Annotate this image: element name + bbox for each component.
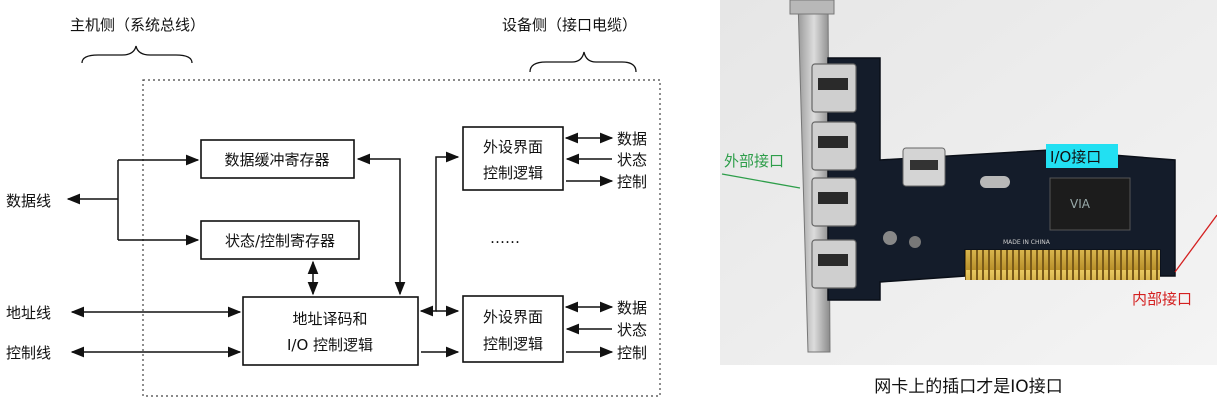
upper-status-label: 状态	[617, 151, 647, 169]
internal-port-label: 内部接口	[1132, 290, 1192, 308]
device-side-brace	[529, 51, 637, 73]
bracket-tab	[789, 0, 835, 15]
upper-control-label: 控制	[617, 173, 647, 191]
status-control-register-box	[200, 220, 360, 260]
internal-usb-slot	[910, 160, 938, 170]
device-side-label: 设备侧（接口电缆）	[502, 16, 637, 34]
address-line-label: 地址线	[6, 304, 51, 322]
host-side-label: 主机侧（系统总线）	[70, 16, 205, 34]
interface-boundary	[142, 79, 661, 397]
usb-card-photo-panel: VIA MADE IN CHINA 外部接口 I/O接口 内部接口 网卡上的插口…	[720, 0, 1217, 402]
host-side-brace	[81, 45, 193, 64]
photo-caption: 网卡上的插口才是IO接口	[874, 377, 1063, 397]
io-port-label: I/O接口	[1050, 148, 1101, 166]
ellipsis: ……	[490, 229, 520, 247]
addr-decode-label-2: I/O 控制逻辑	[287, 336, 373, 354]
io-interface-diagram: 主机侧（系统总线） 设备侧（接口电缆） 数据线 地址线 控制线 数据缓冲寄存器 …	[6, 16, 661, 397]
status-control-register-label: 状态/控制寄存器	[225, 232, 335, 250]
crystal-oscillator	[980, 176, 1010, 188]
capacitor	[883, 231, 897, 245]
data-buffer-register-box	[200, 139, 355, 179]
via-controller-chip	[1049, 177, 1131, 231]
usb-card-photo: VIA MADE IN CHINA 外部接口 I/O接口 内部接口	[720, 0, 1217, 365]
io-port-label-highlight	[1046, 144, 1118, 168]
lower-data-label: 数据	[617, 299, 647, 317]
peripheral-logic-lower-box	[462, 295, 564, 363]
data-buffer-register-label: 数据缓冲寄存器	[224, 151, 329, 169]
addr-decode-box	[242, 296, 419, 366]
internal-port-pointer	[1174, 214, 1217, 273]
external-port-label: 外部接口	[724, 152, 784, 170]
peripheral-upper-label-1: 外设界面	[483, 138, 543, 156]
usb-port-slots	[818, 78, 848, 266]
data-line-label: 数据线	[6, 192, 51, 210]
addr-decode-label-1: 地址译码和	[292, 310, 367, 328]
upper-data-label: 数据	[617, 130, 647, 148]
chip-logo-text: VIA	[1070, 197, 1091, 211]
peripheral-upper-label-2: 控制逻辑	[483, 164, 543, 182]
peripheral-lower-label-1: 外设界面	[483, 308, 543, 326]
capacitor-2	[909, 236, 921, 248]
lower-status-label: 状态	[617, 321, 647, 339]
buffer-decode-link	[356, 153, 406, 296]
peripheral-lower-label-2: 控制逻辑	[483, 335, 543, 353]
lower-control-label: 控制	[617, 344, 647, 362]
control-line-label: 控制线	[6, 344, 51, 362]
peripheral-logic-upper-box	[462, 126, 564, 191]
pcb-silkscreen-text: MADE IN CHINA	[1003, 239, 1051, 246]
pci-edge-connector	[965, 250, 1160, 280]
decode-peripheral-bus	[419, 151, 460, 317]
external-port-pointer	[721, 173, 801, 189]
